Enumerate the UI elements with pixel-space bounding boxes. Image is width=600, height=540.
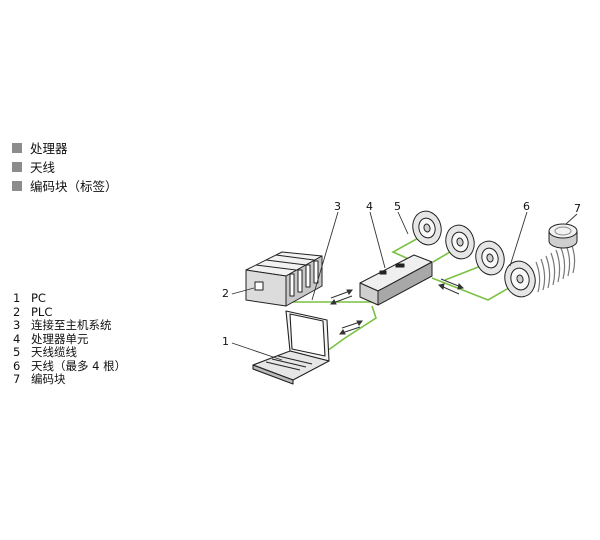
component-number: 1 xyxy=(13,291,21,305)
antenna-icon xyxy=(445,224,475,260)
legend-label: 处理器 xyxy=(30,141,68,156)
legend-swatch xyxy=(12,180,22,191)
component-item: 1 PC xyxy=(13,291,126,306)
tag-block-icon xyxy=(548,223,578,249)
component-number: 4 xyxy=(13,331,21,346)
signal-arrows xyxy=(330,278,465,335)
arrow-icon xyxy=(356,320,363,326)
component-label: 天线（最多 4 根） xyxy=(31,358,127,373)
arrow-icon xyxy=(346,289,353,295)
arrow-icon xyxy=(341,321,361,329)
arrow-icon xyxy=(332,295,353,304)
legend-item-tag: 编码块（标签） xyxy=(12,176,118,195)
component-item: 2 PLC xyxy=(13,304,126,320)
component-label: 处理器单元 xyxy=(31,331,89,346)
legend-swatch xyxy=(12,142,22,153)
component-item: 6 天线（最多 4 根） xyxy=(13,358,127,374)
legend-swatch xyxy=(12,161,22,172)
component-list: 1 PC 2 PLC 3 连接至主机系统 4 处理器单元 5 天线缆线 6 天线（最多 4 … xyxy=(13,291,127,387)
processor-unit-icon xyxy=(359,254,433,306)
callout-1: 1 xyxy=(222,335,229,348)
leader-line-7 xyxy=(565,213,578,225)
arrow-icon xyxy=(341,326,361,334)
component-item: 7 编码块 xyxy=(13,372,126,387)
callout-3: 3 xyxy=(334,200,341,213)
callout-6: 6 xyxy=(523,200,530,213)
laptop-icon xyxy=(252,310,330,385)
arrow-icon xyxy=(440,278,462,288)
leader-line-5 xyxy=(397,211,409,235)
legend-label: 编码块（标签） xyxy=(30,179,118,194)
arrow-icon xyxy=(457,282,465,290)
component-number: 2 xyxy=(13,304,21,319)
leader-line-3 xyxy=(311,211,339,301)
legend-item-processor: 处理器 xyxy=(12,138,118,157)
plc-icon xyxy=(245,251,323,307)
component-number: 5 xyxy=(13,345,21,359)
legend-item-antenna: 天线 xyxy=(12,157,118,176)
callout-2: 2 xyxy=(222,287,229,300)
callout-5: 5 xyxy=(394,200,401,213)
component-item: 3 连接至主机系统 xyxy=(13,318,126,333)
arrow-icon xyxy=(339,329,346,335)
callout-4: 4 xyxy=(366,200,373,213)
legend-label: 天线 xyxy=(30,160,56,175)
leader-line-1 xyxy=(231,342,283,361)
component-label: 编码块 xyxy=(31,372,66,386)
arrow-icon xyxy=(437,283,445,291)
component-number: 3 xyxy=(13,318,21,332)
component-number: 6 xyxy=(13,358,21,373)
component-item: 4 处理器单元 xyxy=(13,331,126,347)
category-legend: 处理器 天线 编码块（标签） xyxy=(12,138,118,195)
arrow-icon xyxy=(330,290,351,299)
leader-line-2 xyxy=(231,287,255,295)
component-label: PC xyxy=(31,291,46,305)
cable-antenna-4 xyxy=(431,277,515,301)
leader-lines xyxy=(231,211,578,361)
component-label: PLC xyxy=(31,304,53,319)
antenna-icon xyxy=(412,210,442,246)
component-label: 天线缆线 xyxy=(31,345,77,359)
arrow-icon xyxy=(330,299,337,305)
component-label: 连接至主机系统 xyxy=(31,318,112,332)
component-item: 5 天线缆线 xyxy=(13,345,126,360)
arrow-icon xyxy=(440,285,460,295)
rf-waves xyxy=(535,242,576,293)
cable-pc-to-processor xyxy=(326,305,377,352)
antenna-icon xyxy=(475,240,505,276)
callout-7: 7 xyxy=(574,202,581,215)
leader-line-4 xyxy=(369,211,386,269)
component-number: 7 xyxy=(13,372,21,386)
callout-numbers: 1 2 3 4 5 6 7 xyxy=(222,200,581,348)
antenna-icon xyxy=(504,260,536,298)
leader-line-6 xyxy=(509,211,528,267)
